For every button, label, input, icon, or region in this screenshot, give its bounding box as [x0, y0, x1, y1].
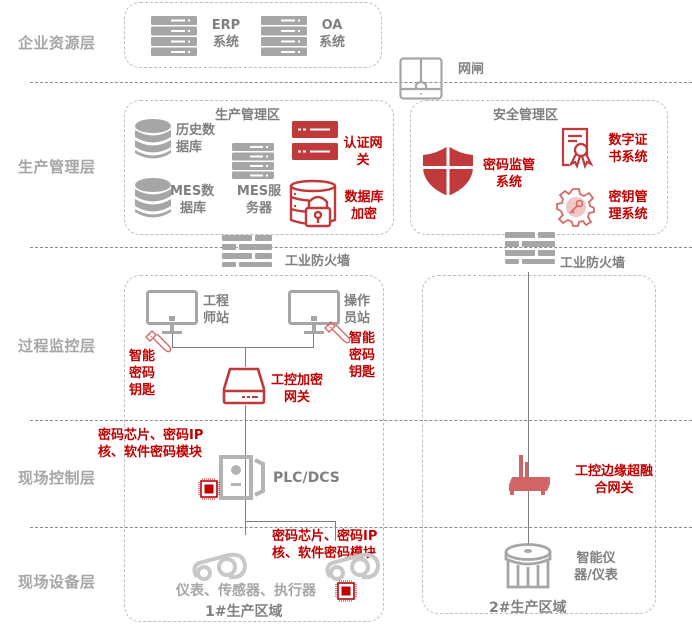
- crypto-chip-left-icon: [198, 478, 220, 500]
- divider-process-control: [30, 420, 692, 421]
- smart-meter-label: 智能仪器/仪表: [574, 551, 618, 583]
- layer-label-field: 现场设备层: [18, 573, 96, 591]
- layer-label-enterprise: 企业资源层: [18, 34, 96, 52]
- actuator-left-icon: [192, 552, 248, 581]
- firewall-left-label: 工业防火墙: [285, 254, 351, 269]
- db-encrypt-label: 数据库加密: [344, 190, 384, 222]
- divider-production-process: [30, 247, 692, 248]
- operator-station-monitor-icon: [288, 290, 340, 334]
- certificate-icon: [561, 127, 594, 169]
- gatekeeper-icon: [399, 57, 443, 100]
- digital-cert-label: 数字证书系统: [608, 133, 648, 165]
- shield-icon: [423, 146, 473, 196]
- firewall-left-icon: [222, 235, 272, 267]
- mes-server-label: MES服务器: [236, 184, 282, 216]
- layer-label-control: 现场控制层: [18, 469, 96, 487]
- edge-gateway-icon: [509, 455, 550, 495]
- usb-key-left-icon: [145, 330, 172, 353]
- security-zone-title: 安全管理区: [493, 108, 559, 123]
- firewall-right-label: 工业防火墙: [560, 256, 626, 271]
- smart-key-left-label: 智能密码钥匙: [129, 349, 156, 398]
- area2-label: 2#生产区域: [489, 600, 567, 616]
- history-db-label: 历史数据库: [176, 123, 216, 155]
- auth-gateway-icon: [292, 121, 338, 160]
- db-encrypt-icon: [289, 179, 337, 228]
- actuator-right-icon: [325, 552, 381, 581]
- engineer-station-drop-line: [172, 331, 173, 348]
- engineer-station-monitor-icon: [146, 290, 198, 334]
- zone-enterprise: [124, 2, 382, 68]
- operator-station-drop-line: [313, 331, 314, 348]
- crypto-monitor-label: 密码监管系统: [482, 158, 535, 190]
- zone-area1: [124, 275, 384, 622]
- gateway-uplink-line: [245, 347, 246, 367]
- engineer-station-label: 工程师站: [203, 294, 230, 326]
- ics-encryption-gateway-icon: [222, 367, 266, 405]
- layer-label-process: 过程监控层: [18, 337, 96, 355]
- gatekeeper-label: 网闸: [458, 62, 485, 77]
- divider-enterprise-production: [30, 82, 692, 83]
- gateway-downlink-line: [245, 405, 246, 535]
- field-branch-line: [245, 521, 335, 522]
- area2-main-line: [528, 272, 529, 544]
- area1-label: 1#生产区域: [205, 604, 283, 620]
- mes-db-label: MES数据库: [170, 184, 215, 216]
- field-devices-label: 仪表、传感器、执行器: [176, 583, 316, 599]
- key-management-gear-icon: [556, 188, 595, 227]
- erp-server-icon: [151, 16, 197, 56]
- zone-area2: [422, 275, 656, 614]
- plc-label: PLC/DCS: [273, 470, 340, 486]
- key-mgmt-label: 密钥管理系统: [608, 190, 648, 222]
- station-connector-line: [172, 347, 314, 348]
- operator-station-label: 操作员站: [344, 294, 371, 326]
- crypto-chip-right-icon: [335, 580, 357, 602]
- usb-key-right-icon: [324, 321, 351, 344]
- smart-meter-icon: [504, 543, 552, 589]
- mes-server-icon: [232, 143, 274, 179]
- history-db-icon: [135, 119, 171, 159]
- smart-key-right-label: 智能密码钥匙: [349, 331, 376, 380]
- field-branch-drop-line: [335, 521, 336, 541]
- zone-production-mgmt: [124, 100, 394, 235]
- layer-label-production: 生产管理层: [18, 158, 96, 176]
- auth-gateway-label: 认证网关: [343, 136, 383, 168]
- edge-gateway-label: 工控边缘超融合网关: [574, 464, 653, 496]
- mes-db-icon: [135, 178, 171, 218]
- divider-control-field: [30, 527, 692, 528]
- production-zone-title: 生产管理区: [215, 108, 281, 123]
- ics-gateway-label: 工控加密网关: [270, 373, 323, 405]
- firewall-right-icon: [505, 232, 555, 264]
- oa-server-icon: [261, 16, 307, 56]
- plc-icon: [219, 455, 265, 500]
